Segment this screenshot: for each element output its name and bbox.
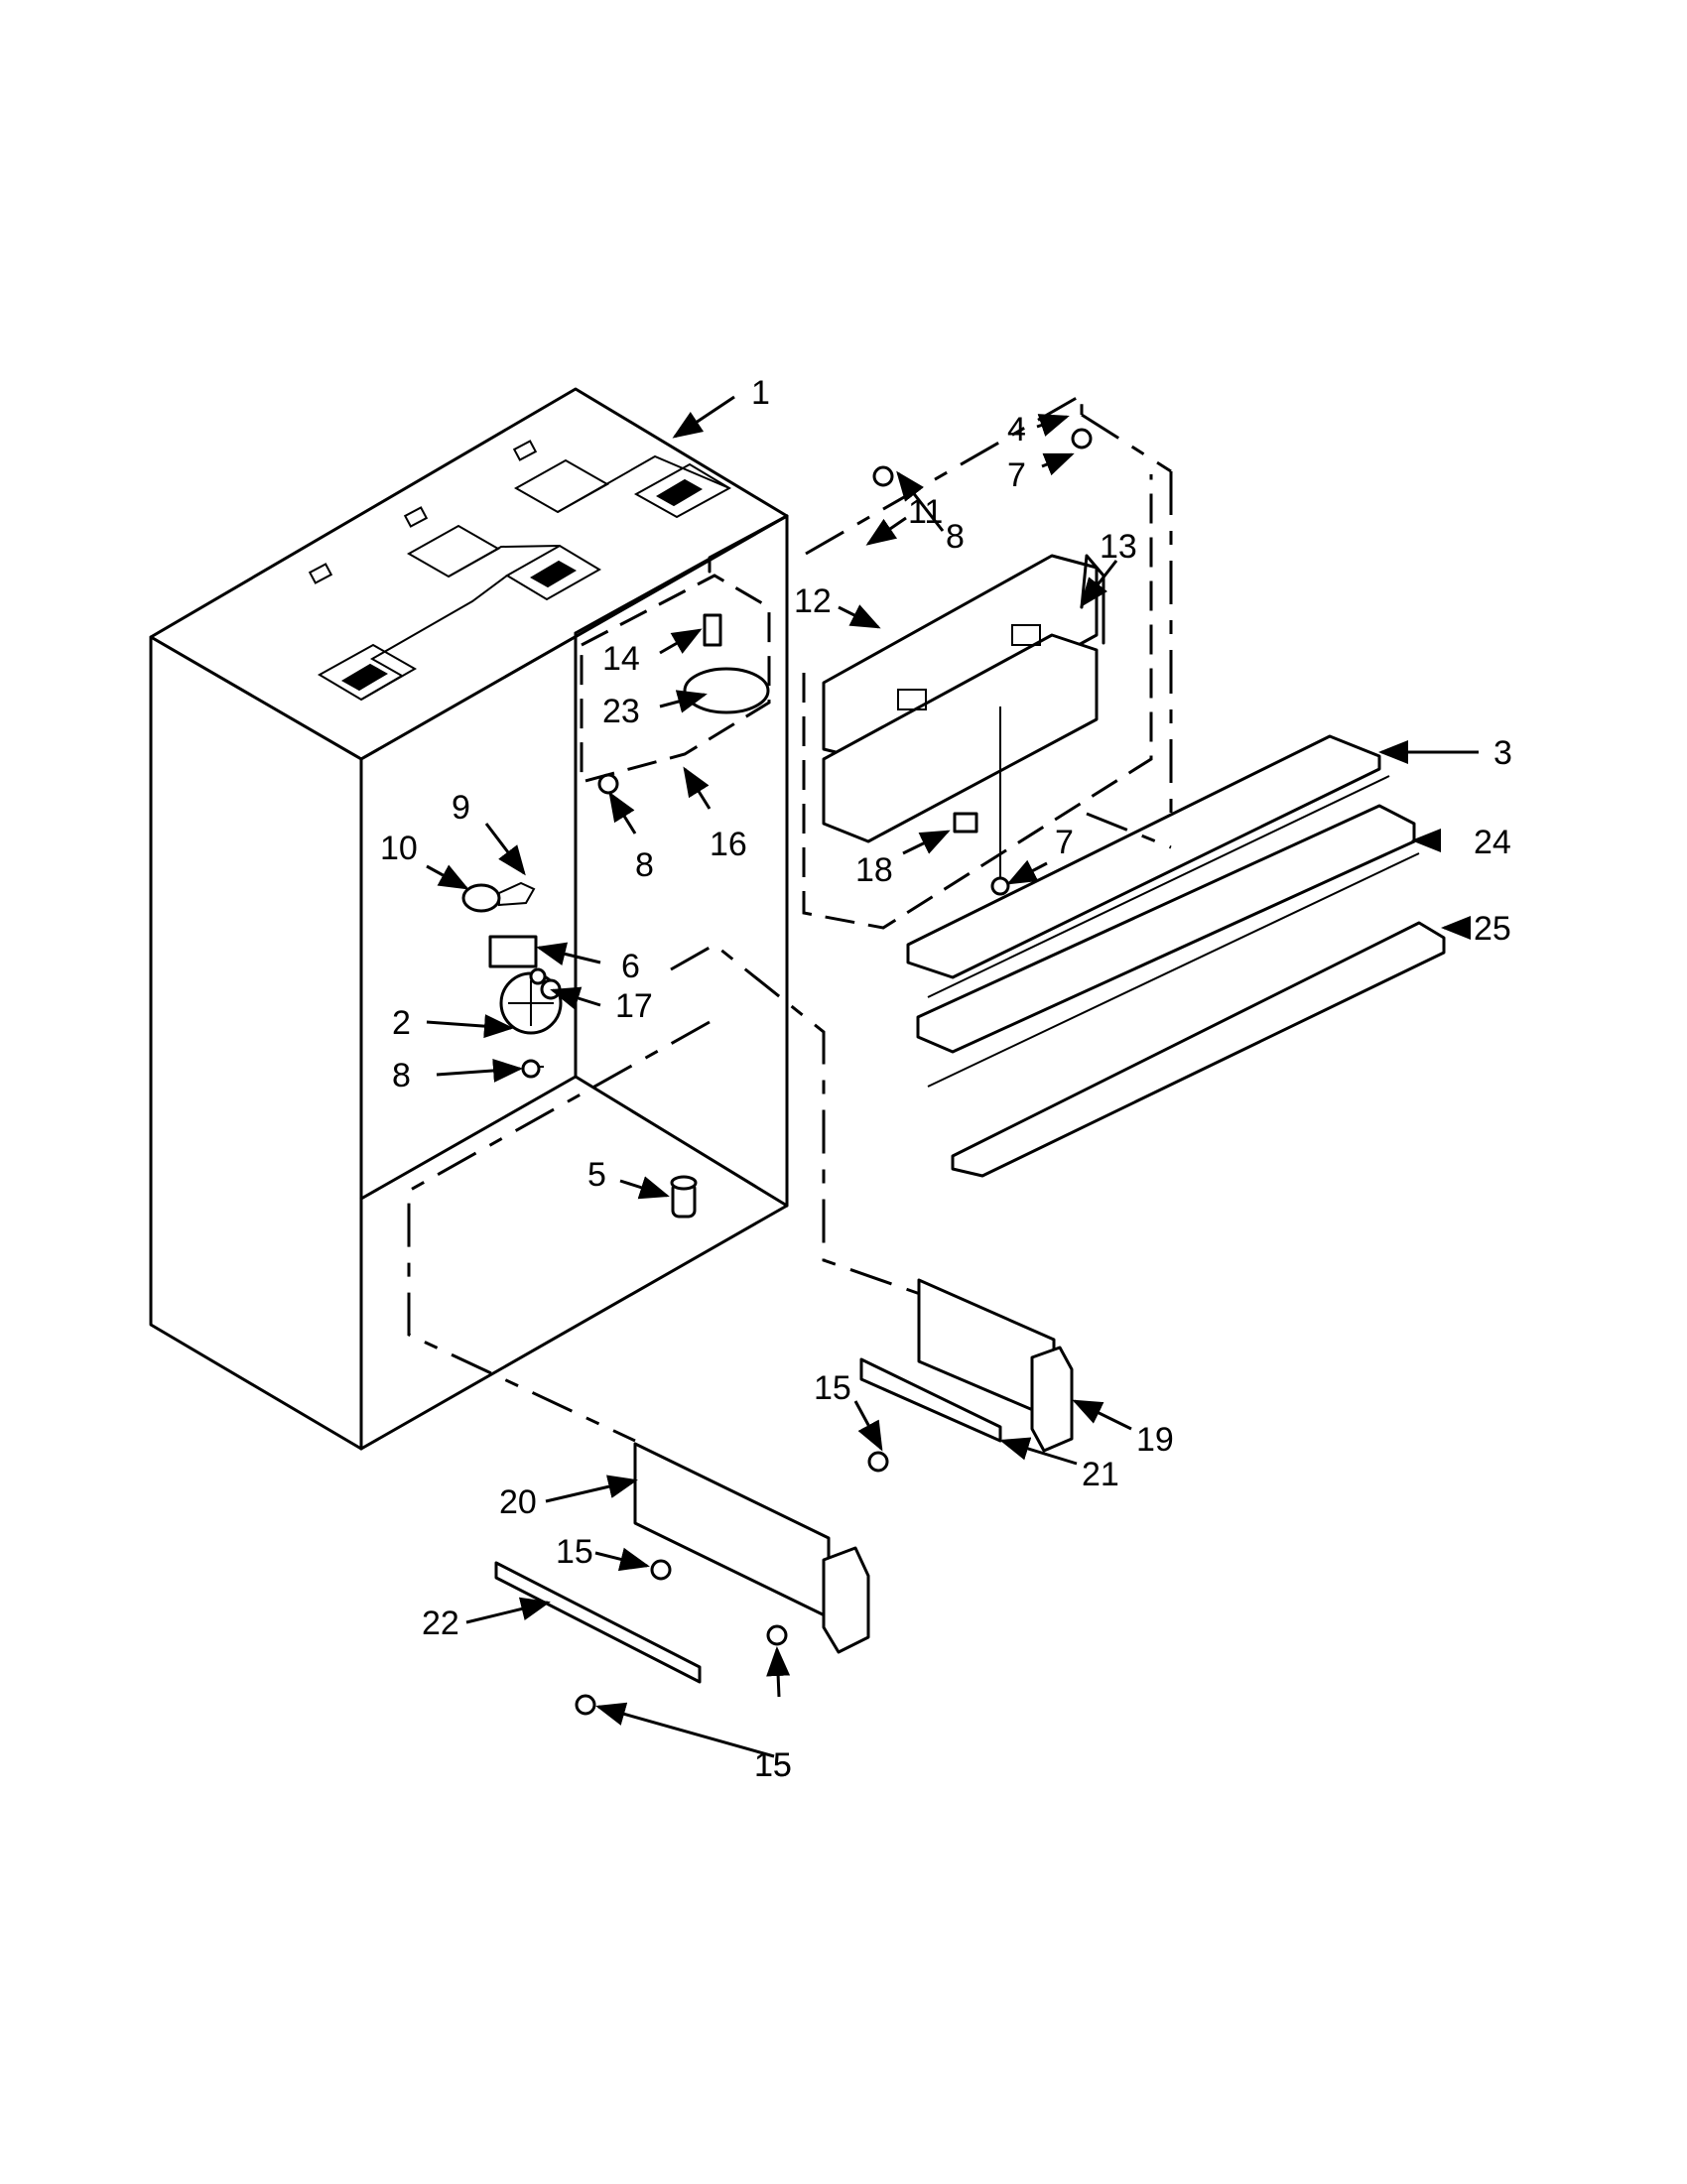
callout-7b: 7 [1055,824,1074,861]
callout-19: 19 [1136,1421,1174,1459]
callout-8c: 8 [392,1057,411,1094]
callout-23: 23 [602,693,640,730]
callout-5: 5 [587,1156,606,1194]
callout-7a: 7 [1007,456,1026,494]
callout-1: 1 [751,374,770,412]
callout-6: 6 [621,948,640,985]
refrigerator-cabinet [149,387,789,1451]
callout-8b: 8 [635,846,654,884]
callout-14: 14 [602,640,640,678]
callout-17: 17 [615,987,653,1025]
rail-assembly [906,734,1446,1178]
callout-24: 24 [1474,824,1511,861]
callout-9: 9 [452,789,470,827]
callout-15b: 15 [556,1533,593,1571]
thermistor-icon [953,812,978,834]
callout-15a: 15 [814,1369,851,1407]
callout-3: 3 [1493,734,1512,772]
connector-icon [703,613,722,647]
callout-22: 22 [422,1605,459,1642]
callout-8a: 8 [946,518,965,556]
callout-25: 25 [1474,910,1511,948]
callout-18: 18 [855,851,893,889]
callout-11: 11 [908,493,943,531]
drawer-front-upper [859,1278,1074,1453]
callout-10: 10 [380,830,418,867]
callout-12: 12 [794,582,832,620]
callout-21: 21 [1082,1456,1119,1493]
callout-15d: 15 [754,1746,792,1784]
callout-16: 16 [710,826,747,863]
light-bulb-icon [461,883,501,913]
callout-4: 4 [1007,411,1026,449]
callout-2: 2 [392,1004,411,1042]
callout-13: 13 [1100,528,1137,566]
drawer-front-lower [494,1442,870,1684]
bracket-icon [488,935,538,968]
sensor-housing-icon [683,667,770,714]
air-duct-assembly [822,554,1105,896]
light-socket-group [461,613,770,1219]
callouts: 1 2 3 4 5 6 7 7 8 8 8 9 10 11 12 13 14 [380,374,1512,1784]
callout-20: 20 [499,1483,537,1521]
